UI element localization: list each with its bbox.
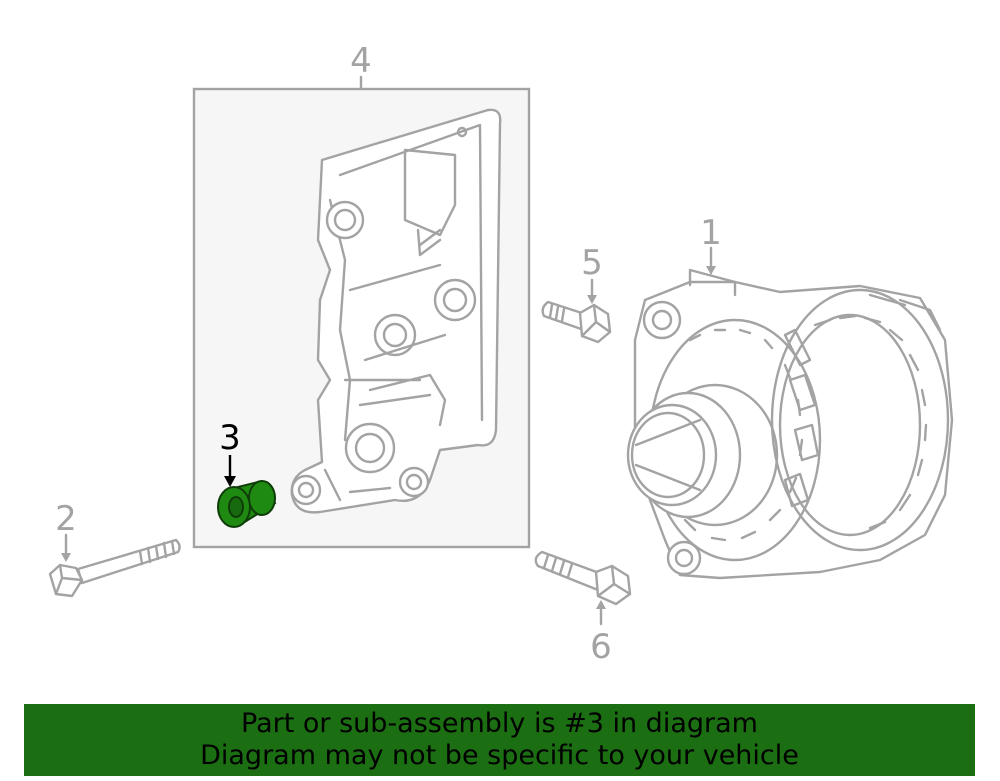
bracket-group xyxy=(192,75,531,549)
callout-2-label[interactable]: 2 xyxy=(55,499,77,539)
info-banner: Part or sub-assembly is #3 in diagram Di… xyxy=(24,704,975,776)
callout-1-arrowhead xyxy=(706,266,716,275)
callout-1-label[interactable]: 1 xyxy=(700,213,722,253)
part-1-alternator xyxy=(626,268,954,580)
callout-6-arrowhead xyxy=(596,600,606,609)
callout-2-arrowhead xyxy=(61,553,71,562)
banner-line-2: Diagram may not be specific to your vehi… xyxy=(200,740,799,771)
callout-5-arrowhead xyxy=(587,295,597,304)
callout-4-label[interactable]: 4 xyxy=(350,41,372,81)
parts-diagram: 1 2 3 4 5 6 xyxy=(48,41,954,667)
part-5-bolt xyxy=(541,300,612,344)
callout-3-arrowhead xyxy=(224,476,236,487)
mounting-bracket xyxy=(290,108,502,514)
part-3-bushing-highlighted[interactable] xyxy=(217,479,277,528)
callout-5-label[interactable]: 5 xyxy=(581,243,603,283)
callout-6-label[interactable]: 6 xyxy=(590,627,612,667)
banner-line-1: Part or sub-assembly is #3 in diagram xyxy=(241,708,758,739)
part-6-bolt xyxy=(534,550,632,606)
part-2-bolt xyxy=(48,538,181,598)
callout-3-label[interactable]: 3 xyxy=(219,418,241,458)
